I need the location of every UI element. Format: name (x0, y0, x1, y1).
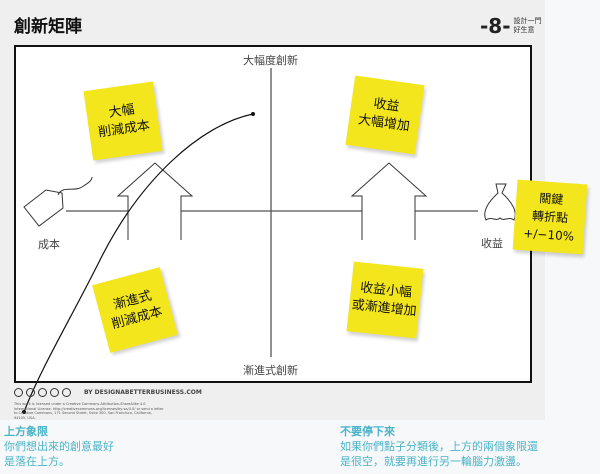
up-arrow-left-icon (116, 162, 194, 240)
sticky-note-top-right[interactable]: 收益 大幅增加 (345, 75, 425, 155)
tip-heading: 不要停下來 (340, 425, 395, 438)
sticky-note-bottom-right[interactable]: 收益小幅 或漸進增加 (346, 261, 424, 339)
logo-line-1: 設計一門 (513, 17, 542, 25)
innovation-curve (23, 113, 254, 413)
axis-label-top: 大幅度創新 (243, 54, 298, 67)
money-bag-icon (484, 183, 516, 221)
by-icon (26, 388, 35, 397)
axis-label-bottom: 漸進式創新 (243, 364, 298, 377)
curve-start-dot (251, 112, 255, 116)
tip-body: 如果你們點子分類後，上方的兩個象限還 是很空，就要再進行另一輪腦力激盪。 (340, 440, 538, 468)
curve-end-dot (22, 410, 26, 414)
axis-label-right: 收益 (481, 237, 503, 250)
logo: -8- 設計一門好生意 (480, 14, 542, 38)
license-text: This work is licensed under a Creative C… (14, 402, 164, 420)
footer: BY DESIGNABETTERBUSINESS.COM (14, 388, 202, 397)
brand-link[interactable]: BY DESIGNABETTERBUSINESS.COM (84, 389, 202, 396)
tip-dont-stop: 不要停下來 如果你們點子分類後，上方的兩個象限還 是很空，就要再進行另一輪腦力激… (340, 424, 538, 469)
cc-icon (14, 388, 23, 397)
sa-icon (38, 388, 47, 397)
logo-line-2: 好生意 (513, 26, 535, 34)
info-icon (62, 388, 71, 397)
sticky-note-top-left[interactable]: 大幅 削減成本 (83, 81, 163, 161)
page-title: 創新矩陣 (14, 17, 82, 37)
axis-label-left: 成本 (38, 238, 60, 251)
tip-body: 你們想出來的創意最好 是落在上方。 (4, 440, 114, 468)
infinity-logo-icon: -8- (480, 14, 511, 38)
nc-icon (50, 388, 59, 397)
price-tag-icon (23, 176, 93, 227)
tip-upper-quadrant: 上方象限 你們想出來的創意最好 是落在上方。 (4, 424, 114, 469)
tip-heading: 上方象限 (4, 425, 48, 438)
sticky-note-side[interactable]: 關鍵 轉折點 +/−10% (512, 179, 588, 255)
up-arrow-right-icon (350, 162, 428, 240)
